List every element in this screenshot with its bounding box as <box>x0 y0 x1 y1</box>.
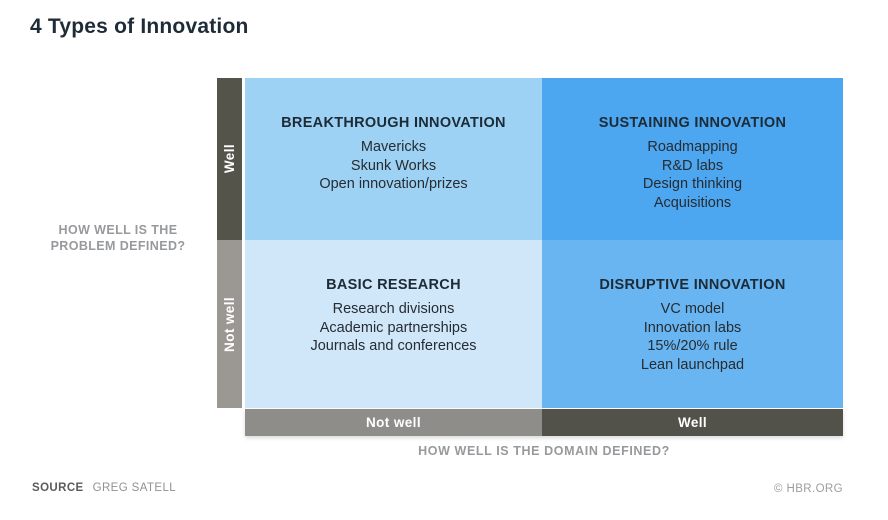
y-axis-well-label: Well <box>222 144 237 174</box>
x-axis-label: HOW WELL IS THE DOMAIN DEFINED? <box>418 444 670 458</box>
quadrant-heading: BREAKTHROUGH INNOVATION <box>281 115 506 131</box>
y-axis-bar: Well Not well <box>217 78 242 408</box>
x-axis-segment-well: Well <box>542 409 843 436</box>
x-axis-segment-not-well: Not well <box>245 409 542 436</box>
y-axis-segment-not-well: Not well <box>217 240 242 408</box>
quadrant-item: Academic partnerships <box>319 319 468 336</box>
source-value: GREG SATELL <box>92 482 177 494</box>
quadrant-item: Design thinking <box>642 176 743 192</box>
quadrant-item: Skunk Works <box>350 157 437 174</box>
quadrant-grid: BREAKTHROUGH INNOVATION Mavericks Skunk … <box>245 78 843 408</box>
y-axis-label: HOW WELL IS THE PROBLEM DEFINED? <box>50 223 186 253</box>
y-axis-not-well-label: Not well <box>222 296 237 352</box>
footer-credit: © HBR.ORG <box>774 483 843 495</box>
quadrant-item: Mavericks <box>360 139 427 155</box>
quadrant-item: 15%/20% rule <box>647 338 738 354</box>
footer-source: SOURCE GREG SATELL <box>32 482 176 494</box>
page-title: 4 Types of Innovation <box>30 15 249 38</box>
quadrant-basic-research: BASIC RESEARCH Research divisions Academ… <box>245 240 542 408</box>
quadrant-heading: BASIC RESEARCH <box>326 277 461 293</box>
y-axis-segment-well: Well <box>217 78 242 240</box>
source-label: SOURCE <box>32 482 84 494</box>
quadrant-item: Lean launchpad <box>640 356 745 373</box>
x-axis-not-well-label: Not well <box>366 415 421 430</box>
quadrant-heading: DISRUPTIVE INNOVATION <box>599 277 786 293</box>
quadrant-disruptive-innovation: DISRUPTIVE INNOVATION VC model Innovatio… <box>542 240 843 408</box>
x-axis-well-label: Well <box>677 415 708 430</box>
quadrant-item: Innovation labs <box>643 319 742 336</box>
quadrant-item: Acquisitions <box>653 194 732 211</box>
quadrant-item: Journals and conferences <box>310 338 477 354</box>
quadrant-heading: SUSTAINING INNOVATION <box>598 115 787 131</box>
quadrant-item: Open innovation/prizes <box>319 176 468 192</box>
quadrant-sustaining-innovation: SUSTAINING INNOVATION Roadmapping R&D la… <box>542 78 843 240</box>
quadrant-item: Roadmapping <box>647 139 738 155</box>
quadrant-breakthrough-innovation: BREAKTHROUGH INNOVATION Mavericks Skunk … <box>245 78 542 240</box>
quadrant-item: VC model <box>660 301 725 317</box>
x-axis-bar: Not well Well <box>245 409 843 436</box>
quadrant-item: Research divisions <box>332 301 455 317</box>
quadrant-item: R&D labs <box>661 157 724 174</box>
